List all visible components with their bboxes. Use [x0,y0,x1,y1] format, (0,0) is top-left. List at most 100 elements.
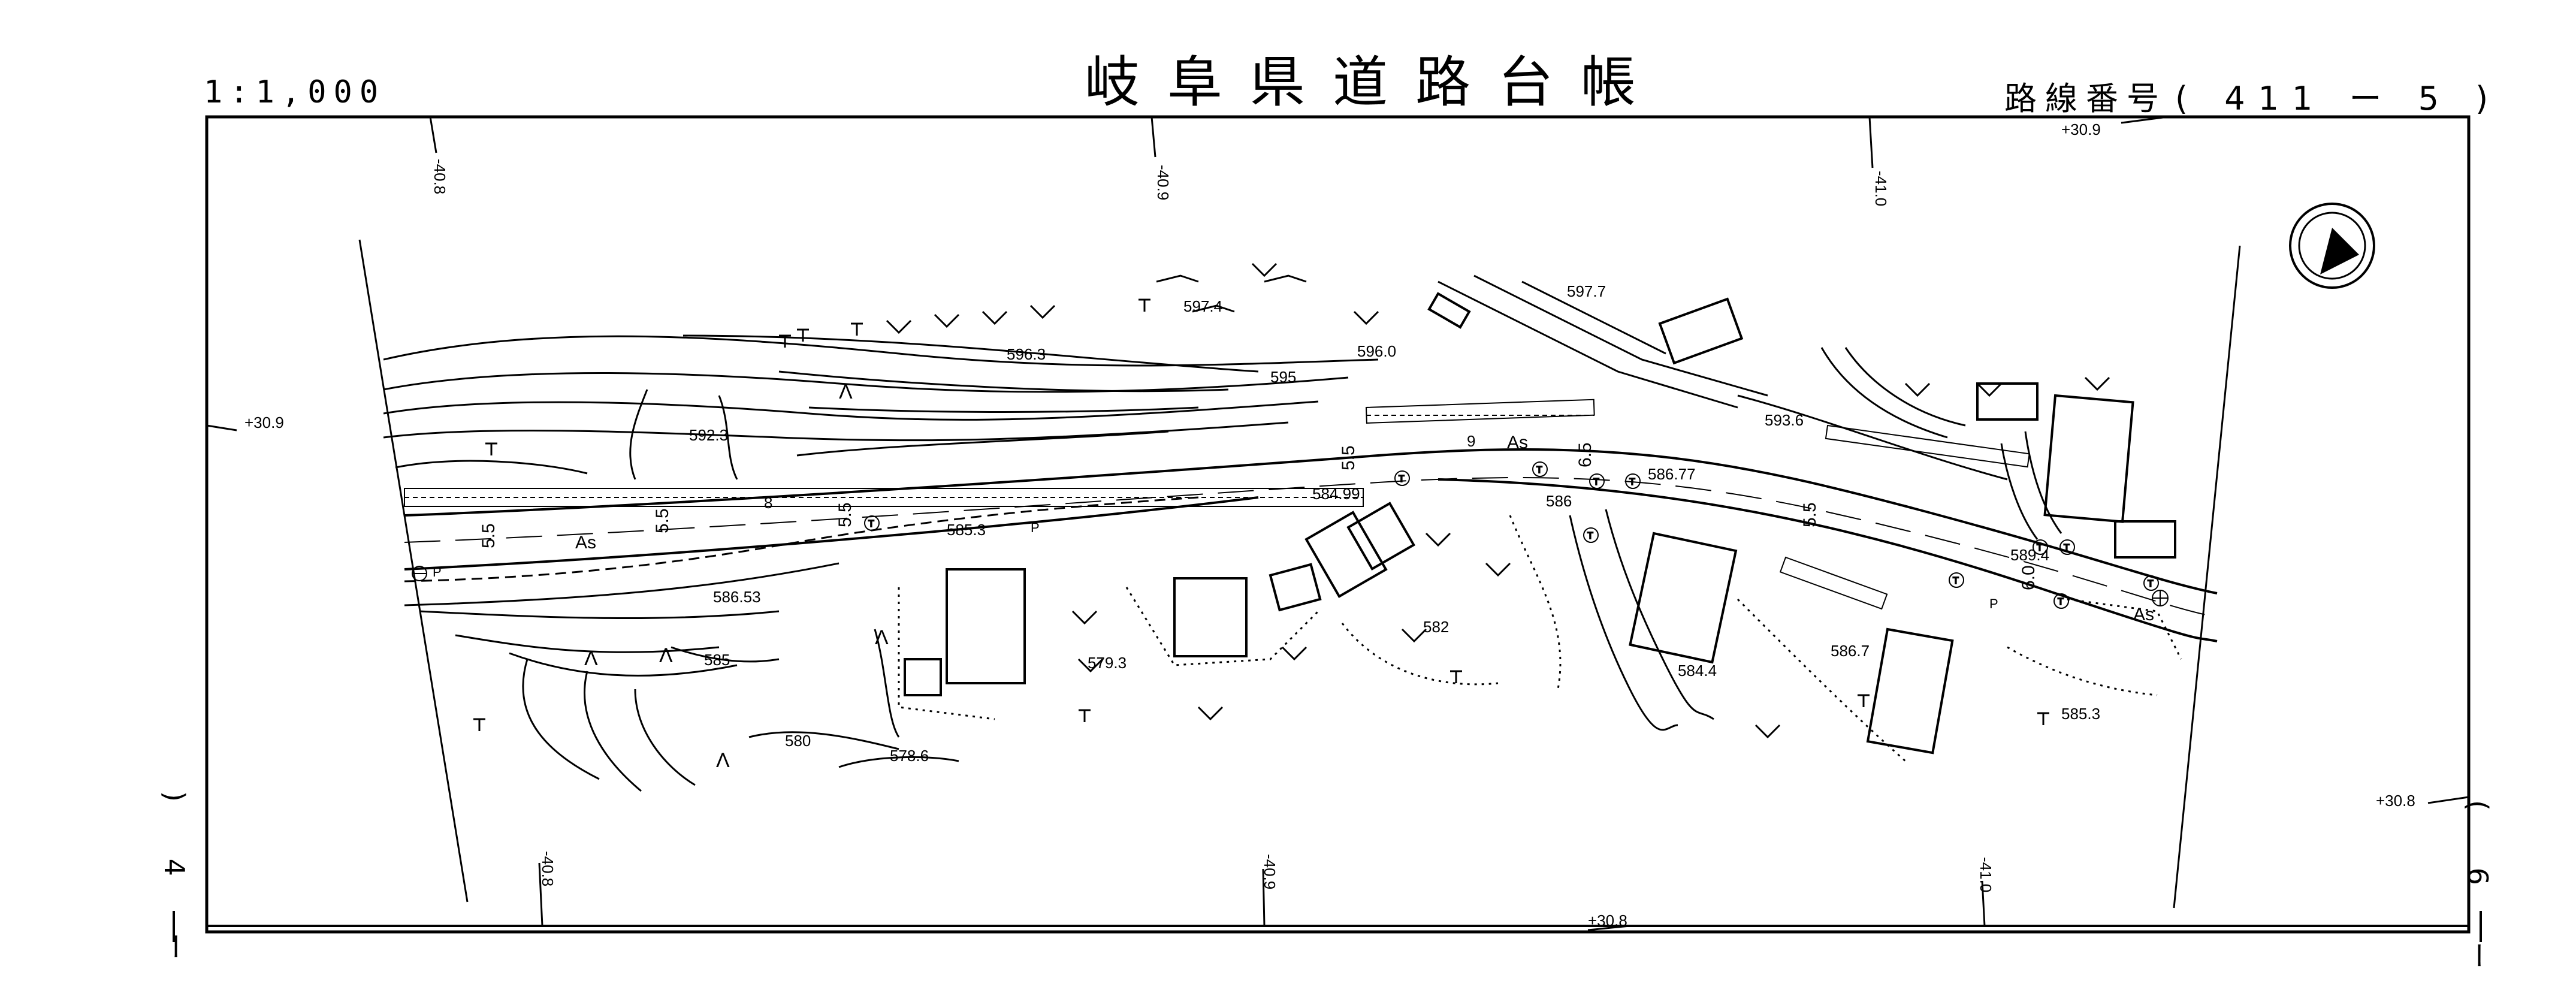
elevation-592-3: 592.3 [689,426,728,444]
road-labels: As As As 5.5 5.5 5.5 5.5 6.5 5.5 6.0 8 9 [479,432,2154,624]
road-width-label-6: 5.5 [1800,502,1820,527]
elevation-596-0: 596.0 [1357,342,1396,360]
elevation-586: 586 [1546,492,1572,510]
road-width-label-3: 5.5 [835,502,855,527]
svg-text:T: T [1593,477,1599,487]
road-map: -40.8 -40.9 -41.0 -41.0 -40.8 -40.9 -41.… [173,115,2482,942]
elevation-584-99: 584.99 [1312,485,1360,503]
grid-label-top-3-v: -41.0 [1872,171,1890,206]
lane-label-8: 8 [764,494,772,512]
vegetation-marks-lower [473,442,2049,739]
elevation-585-3-road: 585.3 [947,521,986,539]
road-surface-label-2: As [1507,433,1528,452]
svg-text:T: T [1629,477,1635,487]
map-symbols: P P P Λ Λ Λ Λ Λ [433,381,1998,772]
building-9 [2043,394,2134,523]
svg-text:T: T [868,519,874,529]
map-title: 岐阜県道路台帳 [1085,50,1664,114]
telephone-pole-icon: T [2053,593,2069,609]
sheet-cut-lines [358,239,2241,909]
grid-label-bottom-2: -40.9 [1261,854,1279,889]
svg-text:T: T [1953,576,1959,586]
svg-text:T: T [2037,543,2043,553]
grid-label-top-right: +30.9 [2061,120,2101,138]
building-1 [946,568,1026,684]
elevation-585-3: 585.3 [2061,705,2100,723]
elevation-labels: 597.4 597.7 596.3 596.0 595 592.3 593.6 … [689,282,2100,765]
telephone-pole-icon: T [1532,461,1548,477]
svg-text:T: T [1536,465,1542,475]
manhole-icon [2152,590,2169,606]
grid-label-bottom-3: -41.0 [1977,857,1995,892]
telephone-pole-icon: T [1589,473,1605,489]
telephone-pole-icon: T [2059,539,2075,555]
elevation-585: 585 [704,651,730,669]
grid-ticks [206,116,2469,931]
svg-text:T: T [1399,474,1405,484]
grid-label-top-1: -40.8 [431,159,449,194]
lane-label-9: 9 [1467,432,1475,450]
upper-access-roads [1438,274,2062,540]
telephone-pole-icon: T [2033,539,2048,555]
grid-label-bottom-1: -40.8 [539,851,557,886]
building-10 [1976,382,2039,421]
building-8 [1866,627,1954,754]
elevation-597-4: 597.4 [1183,297,1222,315]
route-number: ( 411 ー 5 ) [2175,80,2502,117]
telephone-pole-icon: T [864,515,880,531]
terrain-symbol: Λ [875,626,889,649]
elevation-586-53: 586.53 [713,588,761,606]
telephone-pole-icon: T [1394,470,1410,486]
elevation-586-7: 586.7 [1831,642,1870,660]
contour-lines-upper [383,334,1379,480]
utility-poles: T T T T T T T T T T T [412,461,2169,609]
manhole-icon [412,566,427,581]
telephone-pole-icon: T [1583,527,1599,543]
building-6 [1346,502,1416,571]
grid-label-left-1: +30.9 [244,414,284,431]
contour-lines-lower [419,610,959,792]
north-arrow-icon [2289,203,2375,289]
road-surface-label-1: As [575,533,596,553]
telephone-pole-icon: T [2143,575,2159,591]
elevation-582: 582 [1423,618,1449,636]
grid-label-bottom-center: +30.8 [1588,911,1627,929]
road-width-label-5: 6.5 [1575,442,1595,467]
retaining-walls [404,399,2030,610]
elevation-596-3: 596.3 [1007,345,1046,363]
route-label: 路線番号 [2004,80,2167,117]
pole-marker-label: P [1031,520,1040,535]
elevation-593-6: 593.6 [1765,411,1804,429]
building-11 [2114,520,2176,559]
building-7 [1629,532,1738,664]
pole-marker-label: P [433,565,442,579]
telephone-pole-icon: T [1949,572,1964,588]
elevation-586-77: 586.77 [1648,465,1696,483]
elevation-589-4: 589.4 [2010,546,2049,564]
svg-text:T: T [2148,579,2154,589]
road-width-label-1: 5.5 [479,523,499,548]
svg-text:T: T [2064,543,2070,553]
vegetation-marks-top [779,262,2110,397]
building-5 [1304,511,1388,598]
elevation-597-7: 597.7 [1567,282,1606,300]
terrain-symbol: Λ [584,647,598,670]
building-3 [1173,577,1248,657]
map-scale: 1:1,000 [204,74,386,110]
elevation-595: 595 [1270,368,1296,386]
road-surface-label-3: As [2133,605,2154,624]
building-4 [1269,563,1322,612]
road-width-label-2: 5.5 [653,508,672,533]
telephone-pole-icon: T [1625,473,1641,489]
terrain-symbol: Λ [839,381,853,403]
svg-text:T: T [2058,597,2064,607]
building-12 [1658,297,1744,365]
building-13 [1427,292,1471,329]
terrain-symbol: Λ [716,749,730,772]
road-width-label-4: 5.5 [1339,445,1358,470]
elevation-579-3: 579.3 [1088,654,1127,672]
svg-text:T: T [1587,531,1593,541]
lot-boundaries [898,515,2182,762]
road-width-label-7: 6.0 [2019,565,2039,590]
elevation-580: 580 [785,732,811,750]
